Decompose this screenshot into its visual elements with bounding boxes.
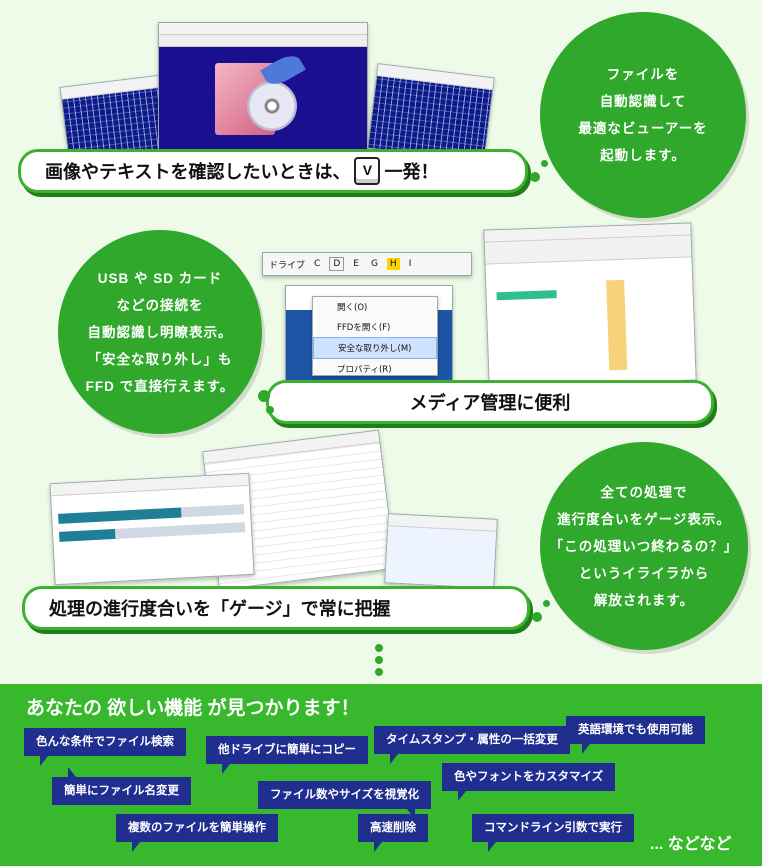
- circle-line: 自動認識し明瞭表示。: [87, 324, 233, 340]
- headline-view-suffix: 一発！: [384, 162, 439, 182]
- circle-line: 自動認識して: [599, 94, 687, 109]
- feature-tag-rename: 簡単にファイル名変更: [52, 767, 191, 805]
- feature-tag-fast-delete: 高速削除: [358, 814, 428, 852]
- headline-gauge-text: 処理の進行度合いを「ゲージ」で常に把握: [49, 599, 391, 619]
- copy-progress-gauge-1: [58, 504, 245, 524]
- feature-tag-search: 色んな条件でファイル検索: [24, 728, 186, 766]
- size-bar: [606, 279, 628, 371]
- cd-image-icon: [247, 81, 297, 131]
- circle-line: 起動します。: [600, 148, 686, 163]
- drive-d-button[interactable]: D: [329, 257, 345, 271]
- menu-open[interactable]: 開く(O): [337, 303, 368, 313]
- image-viewer-screenshot: [158, 22, 368, 150]
- image-viewer-toolbar: [159, 35, 367, 47]
- drive-i-button[interactable]: I: [408, 259, 412, 269]
- circle-line: 進行度合いをゲージ表示。: [557, 511, 731, 527]
- folder-size-list: [485, 257, 696, 385]
- circle-line: 最適なビューアーを: [578, 121, 708, 136]
- menu-open-ffd[interactable]: FFDを開く(F): [337, 323, 391, 333]
- auto-viewer-circle: ファイルを 自動認識して 最適なビューアーを 起動します。: [540, 12, 746, 218]
- feature-tag-english: 英語環境でも使用可能: [566, 716, 705, 754]
- media-detect-circle: USB や SD カード などの接続を 自動認識し明瞭表示。 「安全な取り外し」…: [58, 230, 262, 434]
- connector-dot: [541, 160, 548, 167]
- gauge-fill: [59, 528, 116, 542]
- connector-dot: [532, 612, 542, 622]
- circle-line: ファイルを: [606, 67, 680, 82]
- connector-dot: [258, 390, 270, 402]
- explorer-body: [385, 526, 497, 589]
- feature-tag-timestamp: タイムスタンプ・属性の一括変更: [374, 726, 570, 764]
- menu-properties[interactable]: プロパティ(R): [337, 365, 392, 375]
- connector-dot: [543, 600, 550, 607]
- drive-c-button[interactable]: C: [314, 259, 321, 269]
- image-viewer-titlebar: [159, 23, 367, 35]
- copy-progress-gauge-2: [59, 522, 246, 542]
- v-key-icon: V: [354, 157, 381, 185]
- gauge-fill: [58, 507, 182, 524]
- connector-dot: [375, 644, 383, 652]
- feature-tag-multi-op: 複数のファイルを簡単操作: [116, 814, 278, 852]
- drive-bar: ドライブ C D E G H I: [262, 252, 472, 276]
- size-bar: [496, 290, 557, 301]
- headline-media: メディア管理に便利: [266, 380, 714, 424]
- connector-dot: [375, 668, 383, 676]
- headline-view-key: 画像やテキストを確認したいときは、 V 一発！: [18, 149, 528, 193]
- drive-bar-label: ドライブ: [269, 260, 306, 271]
- circle-line: USB や SD カード: [97, 270, 223, 286]
- drive-e-button[interactable]: E: [353, 259, 359, 269]
- feature-tag-cmdline: コマンドライン引数で実行: [472, 814, 634, 852]
- drive-g-button[interactable]: G: [370, 259, 378, 269]
- hex-viewer-screenshot: [367, 63, 495, 163]
- drive-context-menu: 開く(O) FFDを開く(F) 安全な取り外し(M) プロパティ(R): [312, 296, 438, 376]
- feature-tag-visualize: ファイル数やサイズを視覚化: [258, 781, 432, 819]
- connector-dot: [530, 172, 540, 182]
- image-viewer-canvas: [159, 47, 367, 149]
- connector-dot: [375, 656, 383, 664]
- connector-dot: [266, 406, 274, 414]
- features-more: ... などなど: [650, 836, 732, 853]
- feature-tag-customize: 色やフォントをカスタマイズ: [442, 763, 616, 801]
- circle-line: などの接続を: [116, 297, 204, 313]
- headline-view-text: 画像やテキストを確認したいときは、: [45, 162, 351, 182]
- circle-line: FFD で直接行えます。: [85, 378, 235, 394]
- menu-safe-remove[interactable]: 安全な取り外し(M): [313, 337, 437, 359]
- feature-tag-copy: 他ドライブに簡単にコピー: [206, 736, 368, 774]
- headline-gauge: 処理の進行度合いを「ゲージ」で常に把握: [22, 586, 530, 630]
- features-title: あなたの 欲しい機能 が見つかります！: [26, 698, 360, 719]
- circle-line: というイライラから: [578, 565, 710, 581]
- drive-h-button[interactable]: H: [386, 258, 400, 270]
- copy-progress-window: [49, 472, 255, 586]
- copy-progress-titlebar: [50, 473, 249, 497]
- headline-media-text: メディア管理に便利: [409, 393, 571, 413]
- circle-line: 解放されます。: [593, 592, 695, 608]
- explorer-window: [384, 513, 498, 589]
- gauge-circle: 全ての処理で 進行度合いをゲージ表示。 「この処理いつ終わるの？」 というイライ…: [540, 442, 748, 650]
- circle-line: 全ての処理で: [600, 484, 688, 500]
- circle-line: 「安全な取り外し」も: [87, 351, 233, 367]
- folder-size-window: [483, 222, 697, 388]
- circle-line: 「この処理いつ終わるの？」: [549, 538, 739, 554]
